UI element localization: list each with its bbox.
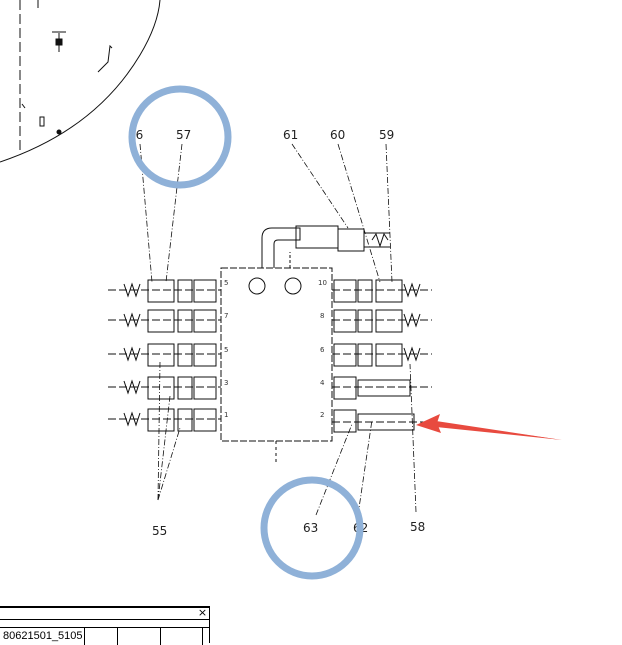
right-port-label: 6 (320, 346, 325, 354)
empty-cell (118, 628, 161, 645)
title-block: × 80621501_5105 (0, 606, 210, 645)
highlight-circle (260, 476, 364, 580)
left-port-label: 1 (224, 411, 228, 419)
callout-55: 55 (152, 524, 167, 538)
left-port-label: 3 (224, 379, 228, 387)
right-port-label: 2 (320, 411, 324, 419)
empty-cell (85, 628, 118, 645)
left-row-2 (108, 309, 221, 333)
title-block-rule (0, 619, 209, 620)
cab-outline (0, 0, 161, 163)
callout-63: 63 (303, 521, 318, 535)
right-row-3 (332, 343, 432, 367)
right-fitting-rows (332, 279, 432, 433)
left-row-1 (108, 279, 221, 303)
empty-cell (161, 628, 203, 645)
right-port-label: 8 (320, 312, 324, 320)
right-port-label: 4 (320, 379, 325, 387)
title-block-row: 80621501_5105 (0, 627, 210, 645)
callout-57: 57 (176, 128, 191, 142)
callout-60: 60 (330, 128, 345, 142)
leader-lines (139, 143, 417, 516)
right-row-4 (332, 376, 432, 400)
left-port-label: 5 (224, 346, 228, 354)
left-row-4 (108, 376, 221, 400)
left-row-3 (108, 343, 221, 367)
callout-61: 61 (283, 128, 298, 142)
highlight-circle (128, 85, 232, 189)
right-row-1 (332, 279, 432, 303)
right-port-label: 10 (318, 279, 327, 287)
callout-58: 58 (410, 520, 425, 534)
left-fitting-rows (108, 279, 221, 432)
left-port-label: 7 (224, 312, 228, 320)
callout-59: 59 (379, 128, 394, 142)
part-number-cell: 80621501_5105 (0, 628, 85, 645)
left-port-label: 5 (224, 279, 228, 287)
red-arrow (416, 414, 562, 440)
right-row-2 (332, 309, 432, 333)
close-icon[interactable]: × (197, 606, 208, 619)
right-row-5 (332, 409, 432, 433)
left-row-5 (108, 408, 221, 432)
